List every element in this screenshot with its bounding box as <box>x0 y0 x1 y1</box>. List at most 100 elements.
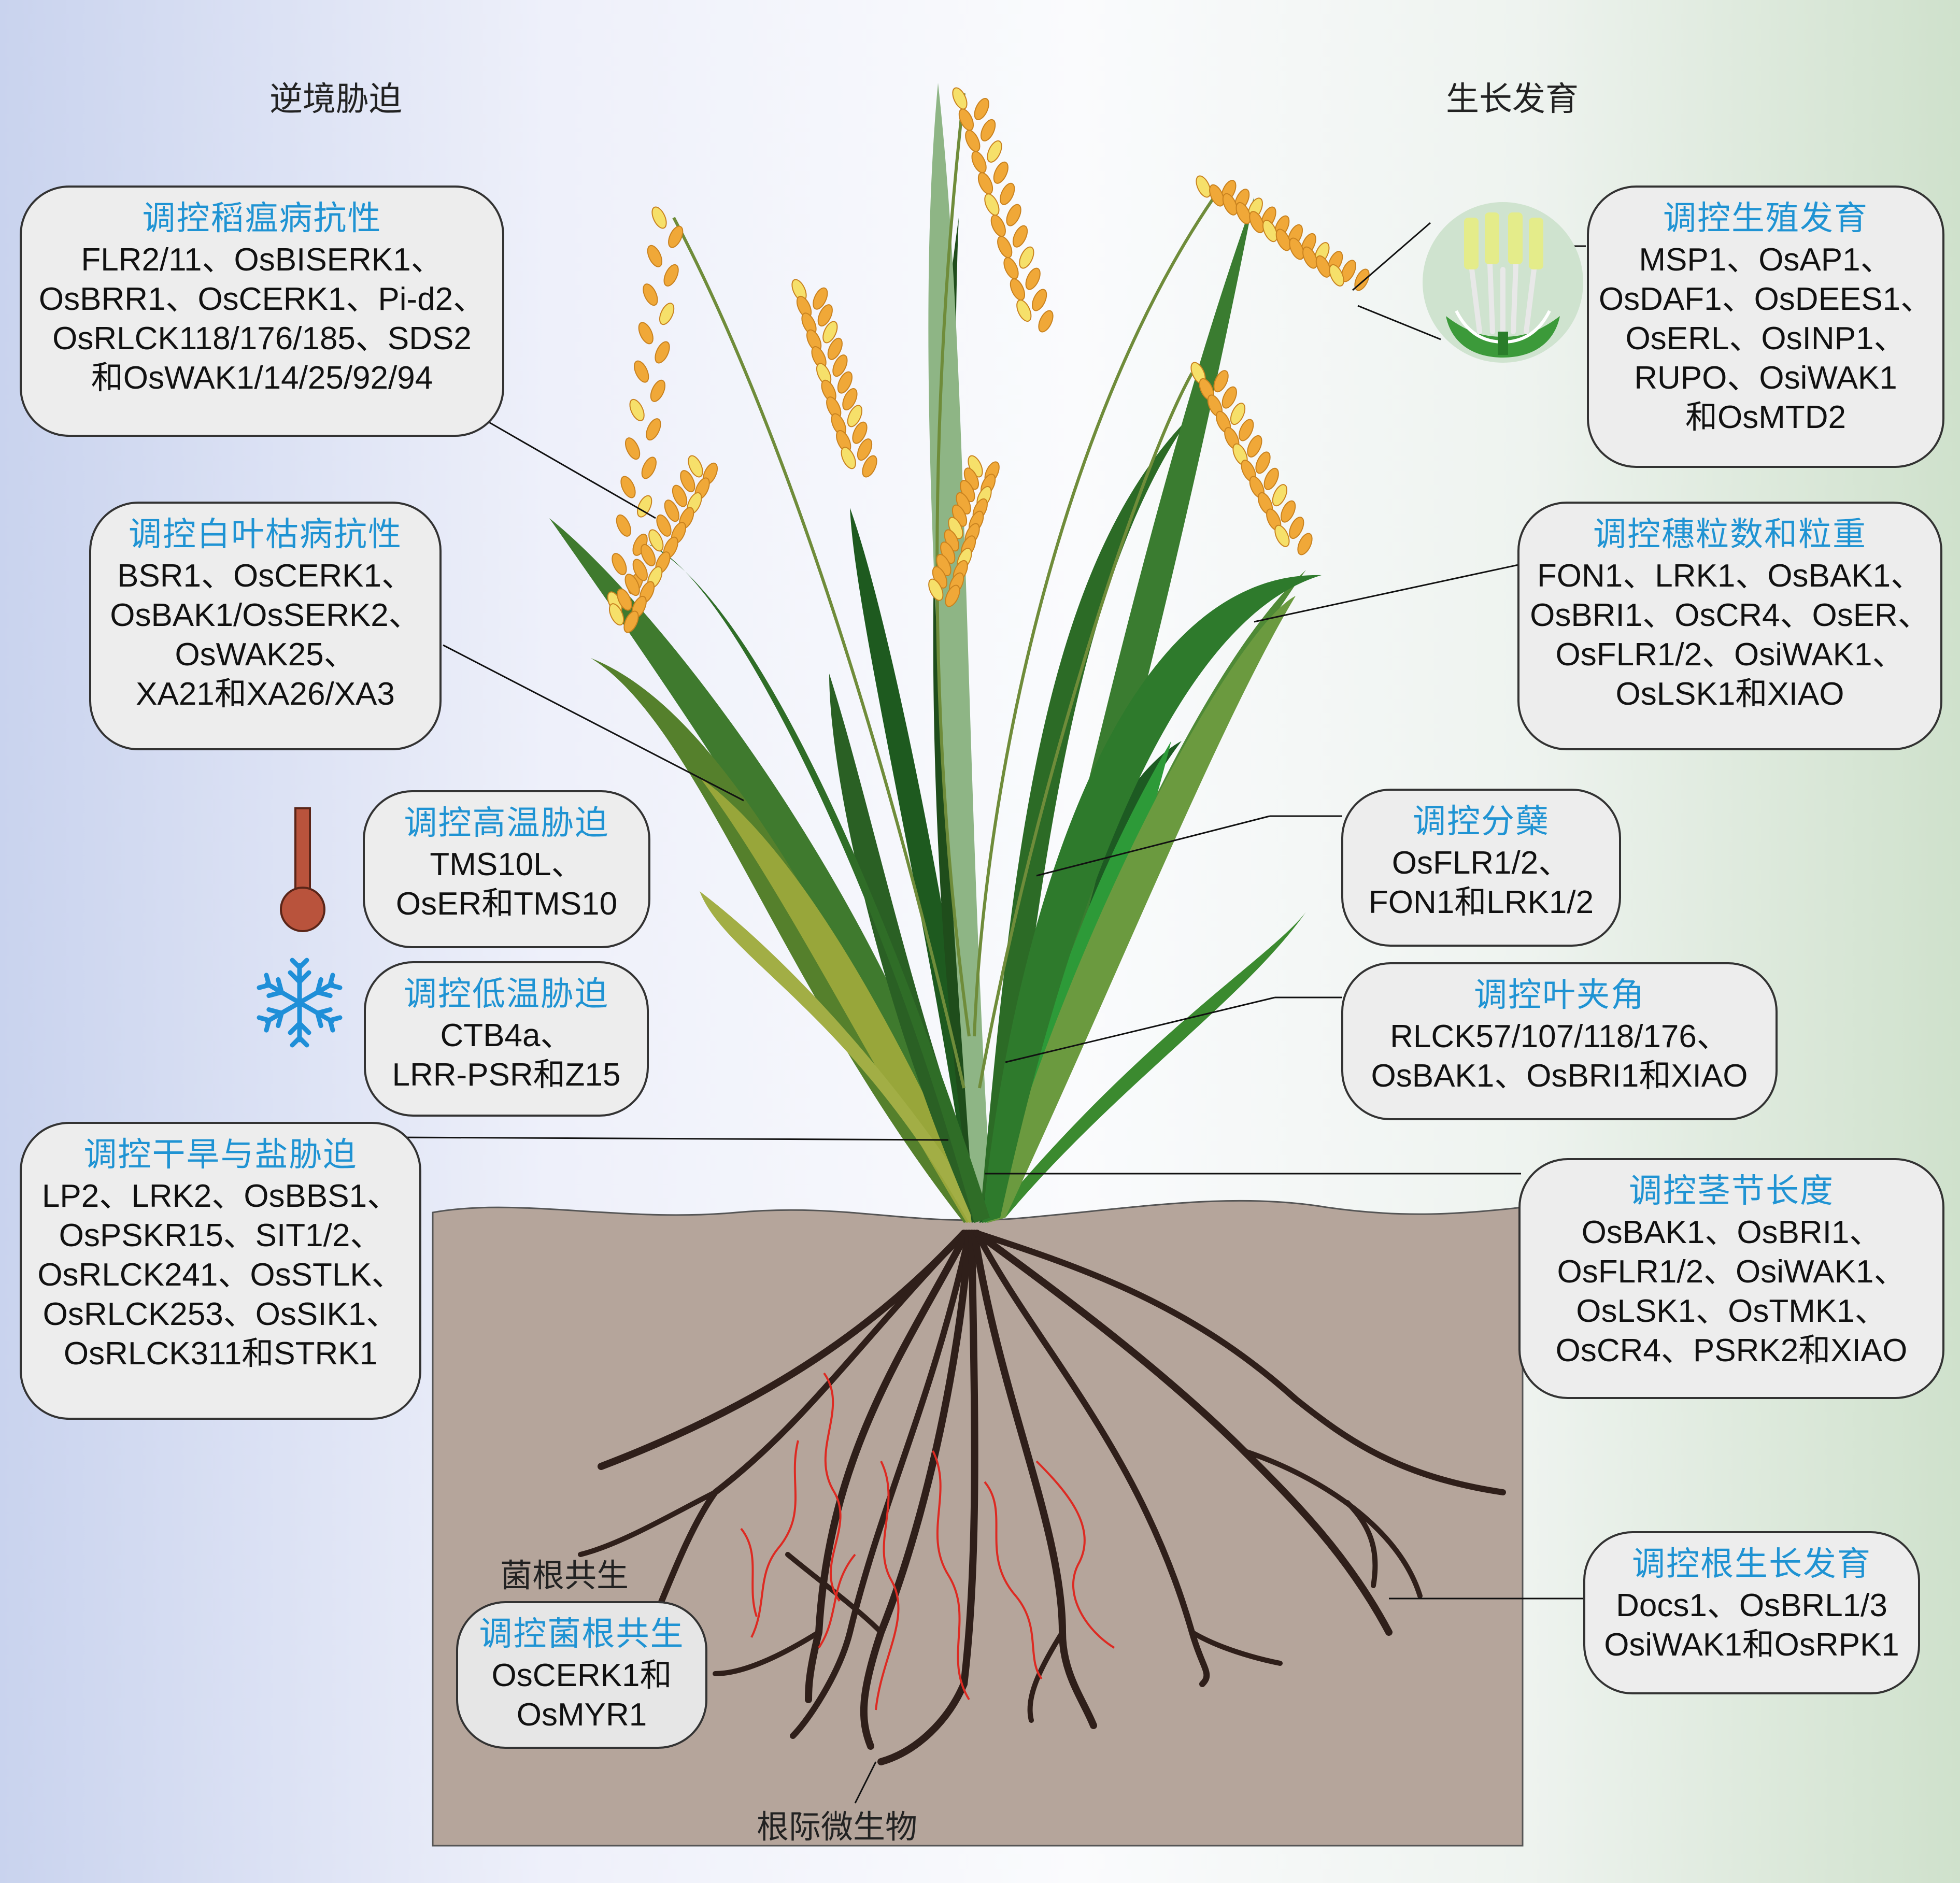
rhizosphere-label: 根际微生物 <box>757 1808 918 1846</box>
rice-grain <box>688 455 703 478</box>
rice-grain <box>993 161 1009 184</box>
gene-line: RUPO、OsiWAK1 <box>1634 360 1897 396</box>
gene-line: OsDAF1、OsDEES1、 <box>1598 281 1933 317</box>
rice-grain <box>980 119 996 141</box>
cold-stress-box: 调控低温胁迫 CTB4a、 LRR-PSR和Z15 <box>364 961 649 1117</box>
root-growth-box: 调控根生长发育 Docs1、OsBRL1/3 OsiWAK1和OsRPK1 <box>1583 1531 1920 1694</box>
rice-grain <box>971 151 987 174</box>
gene-line: OsMYR1 <box>516 1697 647 1733</box>
rice-grain <box>857 438 873 461</box>
rice-grain <box>663 264 679 287</box>
rice-grain <box>646 418 661 441</box>
rice-grain <box>1025 267 1041 290</box>
box-title: 调控干旱与盐胁迫 <box>83 1136 358 1174</box>
rice-grain <box>1006 204 1021 226</box>
rice-grain <box>617 588 632 611</box>
rice-grain <box>624 437 641 460</box>
rice-grain <box>641 457 657 479</box>
leaf-angle-box: 调控叶夹角 RLCK57/107/118/176、 OsBAK1、OsBRI1和… <box>1341 962 1778 1120</box>
rice-grain <box>1272 484 1288 507</box>
gene-line: OsRLCK253、OsSIK1、 <box>42 1296 399 1332</box>
rice-leaves <box>549 83 1322 1223</box>
box-title: 调控白叶枯病抗性 <box>129 516 402 554</box>
rice-grain <box>1255 451 1271 474</box>
gene-line: OsWAK25、 <box>175 637 356 673</box>
rice-grain <box>1274 524 1290 547</box>
gene-line: 和OsMTD2 <box>1685 400 1846 435</box>
gene-line: CTB4a、 <box>440 1018 573 1053</box>
rice-grain <box>987 140 1002 163</box>
rice-grain <box>638 322 654 345</box>
rice-grain <box>643 283 658 306</box>
rice-grain <box>650 379 666 402</box>
rice-grain <box>984 193 1000 216</box>
stress-header: 逆境胁迫 <box>269 80 402 119</box>
box-title: 调控生殖发育 <box>1663 199 1868 238</box>
rice-grain <box>842 388 858 410</box>
heat-stress-box: 调控高温胁迫 TMS10L、 OsER和TMS10 <box>363 790 650 948</box>
rice-grain <box>852 421 868 444</box>
gene-line: OsCERK1和 <box>491 1658 672 1693</box>
rice-grain <box>624 574 640 596</box>
gene-line: FON1、LRK1、OsBAK1、 <box>1537 558 1923 594</box>
rice-grain <box>1297 533 1313 555</box>
box-title: 调控根生长发育 <box>1632 1545 1871 1584</box>
gene-line: OsFLR1/2、OsiWAK1、 <box>1557 1254 1906 1290</box>
rice-grain <box>664 500 679 522</box>
rice-grain <box>623 610 639 633</box>
rice-grain <box>612 553 627 576</box>
gene-line: OsERL、OsINP1、 <box>1625 321 1906 356</box>
rice-grain <box>1289 237 1304 260</box>
rice-grain <box>1010 278 1026 301</box>
rice-grain <box>668 225 684 248</box>
rice-grain <box>1016 299 1032 322</box>
gene-line: OsBRR1、OsCERK1、Pi-d2、 <box>38 281 486 317</box>
gene-line: OsRLCK241、OsSTLK、 <box>37 1257 404 1293</box>
rice-grain <box>1262 220 1278 242</box>
internode-box: 调控茎节长度 OsBAK1、OsBRI1、 OsFLR1/2、OsiWAK1、 … <box>1518 1158 1944 1399</box>
rice-panicles <box>607 87 1370 633</box>
box-title: 调控稻瘟病抗性 <box>142 199 382 238</box>
roots <box>578 1230 1506 1765</box>
rice-grain <box>1213 370 1229 393</box>
rice-grain <box>1031 289 1047 311</box>
gene-line: OsRLCK118/176/185、SDS2 <box>52 321 472 356</box>
rice-grain <box>928 578 944 601</box>
gene-line: LP2、LRK2、OsBBS1、 <box>41 1178 400 1214</box>
rice-grain <box>837 371 853 394</box>
rice-grain <box>1275 229 1291 251</box>
box-title: 调控茎节长度 <box>1629 1172 1834 1210</box>
rice-grain <box>1263 467 1279 490</box>
blight-resistance-box: 调控白叶枯病抗性 BSR1、OsCERK1、 OsBAK1/OsSERK2、 O… <box>89 502 442 750</box>
rice-grain <box>1012 225 1028 248</box>
gene-line: OsBAK1/OsSERK2、 <box>110 597 421 633</box>
gene-line: OsiWAK1和OsRPK1 <box>1604 1627 1899 1663</box>
box-title: 调控叶夹角 <box>1474 976 1645 1015</box>
rice-flower-icon <box>1423 202 1583 363</box>
rice-grain <box>817 304 833 327</box>
rice-grain <box>672 484 688 507</box>
gene-line: OsLSK1、OsTMK1、 <box>1576 1293 1887 1329</box>
gene-line: OsFLR1/2、 <box>1391 845 1571 881</box>
rice-grain <box>827 337 843 360</box>
gene-line: OsLSK1和XIAO <box>1615 676 1844 712</box>
rice-grain <box>1019 246 1034 269</box>
gene-line: FON1和LRK1/2 <box>1368 885 1594 920</box>
rice-grain <box>958 108 974 131</box>
rhizosphere-microbes <box>740 1372 1115 1710</box>
rice-grain <box>862 455 877 478</box>
rice-grain <box>974 98 989 120</box>
grain-box: 调控穗粒数和粒重 FON1、LRK1、OsBAK1、 OsBRI1、OsCR4、… <box>1517 502 1942 750</box>
rice-grain <box>608 603 624 626</box>
tiller-box: 调控分蘖 OsFLR1/2、 FON1和LRK1/2 <box>1341 789 1621 947</box>
gene-line: FLR2/11、OsBISERK1、 <box>81 242 443 278</box>
rice-grain <box>1209 184 1225 207</box>
gene-line: 和OsWAK1/14/25/92/94 <box>91 360 433 396</box>
rice-grain <box>616 514 632 537</box>
rice-grain <box>1000 182 1015 205</box>
gene-line: TMS10L、 <box>430 847 584 882</box>
rice-grain <box>822 321 838 344</box>
rice-grain <box>1230 403 1246 425</box>
thermometer-icon <box>280 807 325 932</box>
rice-grain <box>1329 264 1344 287</box>
